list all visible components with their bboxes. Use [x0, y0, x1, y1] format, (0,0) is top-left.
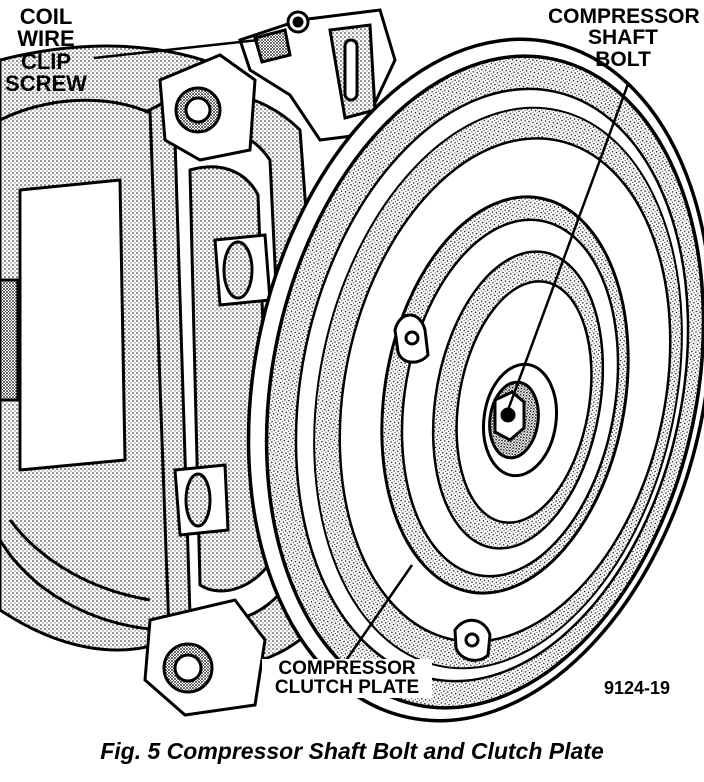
coil-label-line-3: CLIP: [20, 48, 72, 74]
figure-caption: Fig. 5 Compressor Shaft Bolt and Clutch …: [100, 738, 604, 764]
figure-number: 9124-19: [604, 678, 671, 698]
leader-clutch-plate: [343, 564, 414, 663]
leader-coil-wire: [93, 38, 259, 60]
leader-lines: [93, 38, 630, 663]
coil-wire-clip-screw-label: COIL WIRE CLIP SCREW: [0, 4, 92, 97]
coil-label-line-1: COIL: [19, 4, 73, 29]
clutch-label-line-1: COMPRESSOR: [278, 658, 416, 679]
mounting-ear-top: [158, 53, 257, 162]
side-boss-mid: [213, 233, 272, 307]
mounting-ear-bottom: [143, 598, 267, 717]
leader-shaft-bolt: [506, 83, 630, 411]
coil-label-line-4: SCREW: [5, 71, 87, 97]
coil-label-line-2: WIRE: [17, 26, 75, 52]
compressor-clutch-plate-label: COMPRESSOR CLUTCH PLATE: [262, 659, 432, 698]
side-boss-low: [173, 463, 230, 537]
bolt-label-line-3: BOLT: [595, 47, 651, 71]
bolt-label-line-2: SHAFT: [588, 26, 658, 50]
clutch-label-line-2: CLUTCH PLATE: [274, 677, 420, 699]
bolt-label-line-1: COMPRESSOR: [548, 5, 700, 28]
coil-wire-bracket: [238, 8, 397, 142]
compressor-shaft-bolt-label: COMPRESSOR SHAFT BOLT: [548, 5, 700, 71]
